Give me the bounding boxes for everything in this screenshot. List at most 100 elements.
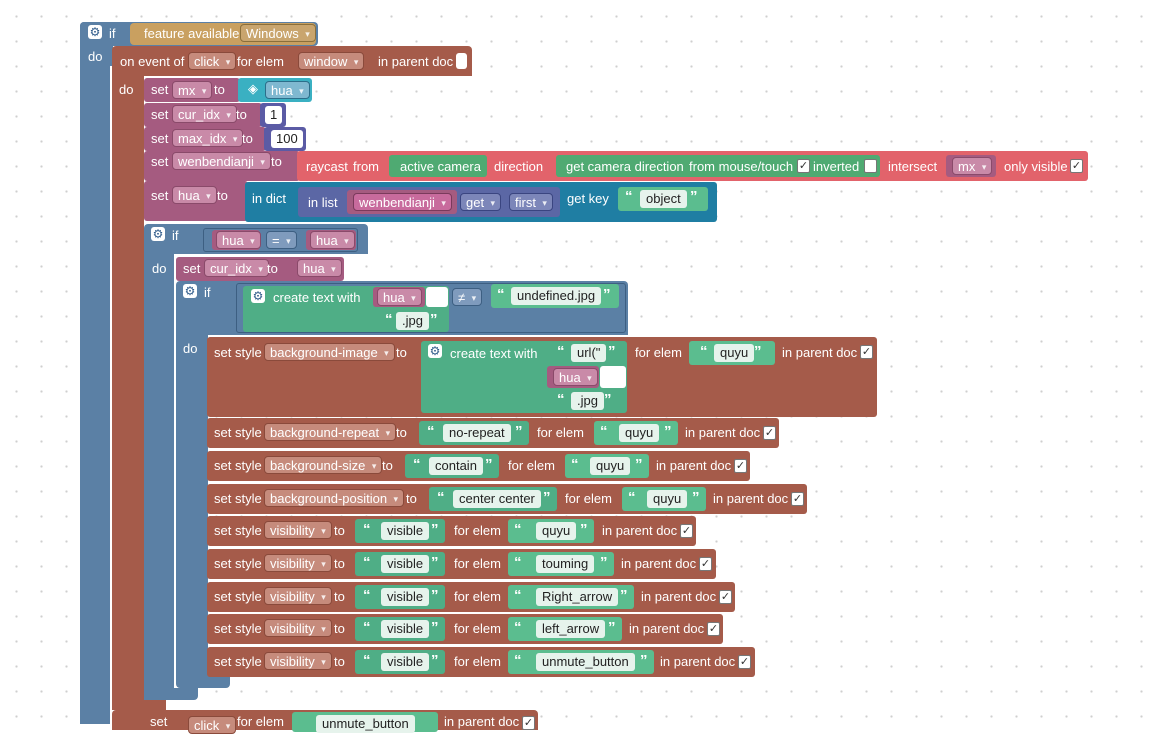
active-camera-label: active camera [400, 159, 481, 174]
set-style-label: set style [214, 556, 262, 571]
list-var-dropdown[interactable]: wenbendianji [353, 193, 452, 212]
var-dropdown-cur-idx-2[interactable]: cur_idx [204, 259, 269, 278]
var-dropdown-hua-4[interactable]: hua [553, 368, 598, 387]
style-value-text[interactable]: center center [453, 490, 541, 508]
bottom-for-elem-label: for elem [237, 714, 284, 729]
text-jpg-2[interactable]: .jpg [571, 392, 604, 410]
feature-available-label: feature available [144, 26, 240, 41]
if-label: if [109, 26, 116, 41]
gear-icon[interactable]: ⚙ [428, 344, 442, 358]
var-dropdown-hua[interactable]: hua [172, 186, 217, 205]
var-dropdown-cur-idx[interactable]: cur_idx [172, 105, 237, 124]
in-parent-doc-label: in parent doc [621, 556, 697, 571]
text-quyu[interactable]: quyu [714, 344, 755, 362]
bottom-parent-doc-checkbox[interactable]: ✓ [522, 716, 535, 730]
get-key-label: get key [567, 191, 609, 206]
style-prop-dropdown[interactable]: background-position [264, 489, 405, 508]
style-value-text[interactable]: contain [429, 457, 483, 475]
for-elem-label: for elem [635, 345, 682, 360]
if-block-root[interactable] [80, 22, 110, 724]
text-undefined-jpg[interactable]: undefined.jpg [511, 287, 602, 305]
neq-op-dropdown[interactable]: ≠ [452, 288, 483, 307]
compare-op-dropdown[interactable]: = [266, 231, 297, 250]
style-elem-text[interactable]: quyu [536, 522, 577, 540]
from-mouse-touch-label: from mouse/touch [689, 159, 794, 174]
parent-doc-checkbox[interactable]: ✓ [707, 622, 720, 636]
do-label-event: do [119, 82, 134, 97]
on-event-block[interactable] [112, 46, 472, 76]
parent-doc-checkbox[interactable]: ✓ [860, 345, 873, 359]
style-elem-text[interactable]: quyu [590, 457, 631, 475]
for-elem-label: for elem [565, 491, 612, 506]
to-label: to [396, 345, 407, 360]
style-elem-text[interactable]: left_arrow [536, 620, 606, 638]
object-dropdown-hua[interactable]: hua [265, 81, 310, 100]
parent-doc-checkbox[interactable]: ✓ [699, 557, 712, 571]
to-label: to [382, 458, 393, 473]
set-style-label: set style [214, 491, 262, 506]
var-dropdown-max-idx[interactable]: max_idx [172, 129, 244, 148]
if-label: if [204, 285, 211, 300]
number-1[interactable]: 1 [265, 106, 283, 124]
style-value-text[interactable]: no-repeat [443, 424, 511, 442]
style-value-text[interactable]: visible [381, 653, 430, 671]
for-elem-label: for elem [454, 556, 501, 571]
var-dropdown-mx-intersect[interactable]: mx [952, 157, 993, 176]
number-100[interactable]: 100 [271, 130, 303, 148]
inverted-checkbox[interactable] [864, 159, 877, 173]
for-elem-label: for elem [537, 425, 584, 440]
gear-icon[interactable]: ⚙ [151, 227, 165, 241]
style-prop-dropdown[interactable]: visibility [264, 619, 332, 638]
text-url[interactable]: url(" [571, 344, 607, 362]
for-elem-label: for elem [454, 621, 501, 636]
compare-left-dropdown[interactable]: hua [216, 231, 261, 250]
style-value-text[interactable]: visible [381, 522, 430, 540]
create-text-label: create text with [450, 346, 538, 361]
list-mode-dropdown[interactable]: get [460, 193, 502, 212]
var-dropdown-hua-3[interactable]: hua [377, 288, 422, 307]
set-label: set [151, 154, 169, 169]
compare-right-dropdown[interactable]: hua [310, 231, 355, 250]
bottom-event-type-dropdown[interactable]: click [188, 716, 237, 735]
style-prop-dropdown[interactable]: background-image [264, 343, 395, 362]
var-dropdown-wenbendianji[interactable]: wenbendianji [172, 152, 271, 171]
style-elem-text[interactable]: quyu [647, 490, 688, 508]
var-dropdown-mx[interactable]: mx [172, 81, 213, 100]
event-elem-dropdown[interactable]: window [298, 52, 365, 71]
style-value-text[interactable]: visible [381, 620, 430, 638]
text-jpg-1[interactable]: .jpg [396, 312, 429, 330]
active-camera-block[interactable] [389, 155, 487, 177]
style-elem-text[interactable]: touming [536, 555, 595, 573]
to-label: to [406, 491, 417, 506]
gear-icon[interactable]: ⚙ [183, 284, 197, 298]
var-dropdown-hua-2[interactable]: hua [297, 259, 342, 278]
parent-doc-checkbox[interactable]: ✓ [719, 590, 732, 604]
list-where-dropdown[interactable]: first [509, 193, 553, 212]
style-prop-dropdown[interactable]: background-size [264, 456, 383, 475]
style-elem-text[interactable]: quyu [619, 424, 660, 442]
gear-icon[interactable]: ⚙ [251, 289, 265, 303]
style-prop-dropdown[interactable]: visibility [264, 587, 332, 606]
style-prop-dropdown[interactable]: visibility [264, 521, 332, 540]
in-parent-doc-label: in parent doc [602, 523, 678, 538]
parent-doc-checkbox[interactable]: ✓ [738, 655, 751, 669]
parent-doc-checkbox[interactable]: ✓ [791, 492, 804, 506]
style-prop-dropdown[interactable]: visibility [264, 554, 332, 573]
style-elem-text[interactable]: Right_arrow [536, 588, 619, 606]
event-type-dropdown[interactable]: click [188, 52, 237, 71]
only-visible-checkbox[interactable]: ✓ [1070, 159, 1083, 173]
style-elem-text[interactable]: unmute_button [536, 653, 635, 671]
gear-icon[interactable]: ⚙ [88, 25, 102, 39]
parent-doc-slot[interactable] [456, 53, 467, 69]
text-object[interactable]: object [640, 190, 687, 208]
parent-doc-checkbox[interactable]: ✓ [734, 459, 747, 473]
parent-doc-checkbox[interactable]: ✓ [680, 524, 693, 538]
style-value-text[interactable]: visible [381, 555, 430, 573]
bottom-elem-text[interactable]: unmute_button [316, 715, 415, 733]
parent-doc-checkbox[interactable]: ✓ [763, 426, 776, 440]
feature-dropdown[interactable]: Windows [240, 24, 316, 43]
style-prop-dropdown[interactable]: background-repeat [264, 423, 397, 442]
style-value-text[interactable]: visible [381, 588, 430, 606]
mouse-touch-checkbox[interactable]: ✓ [797, 159, 810, 173]
style-prop-dropdown[interactable]: visibility [264, 652, 332, 671]
